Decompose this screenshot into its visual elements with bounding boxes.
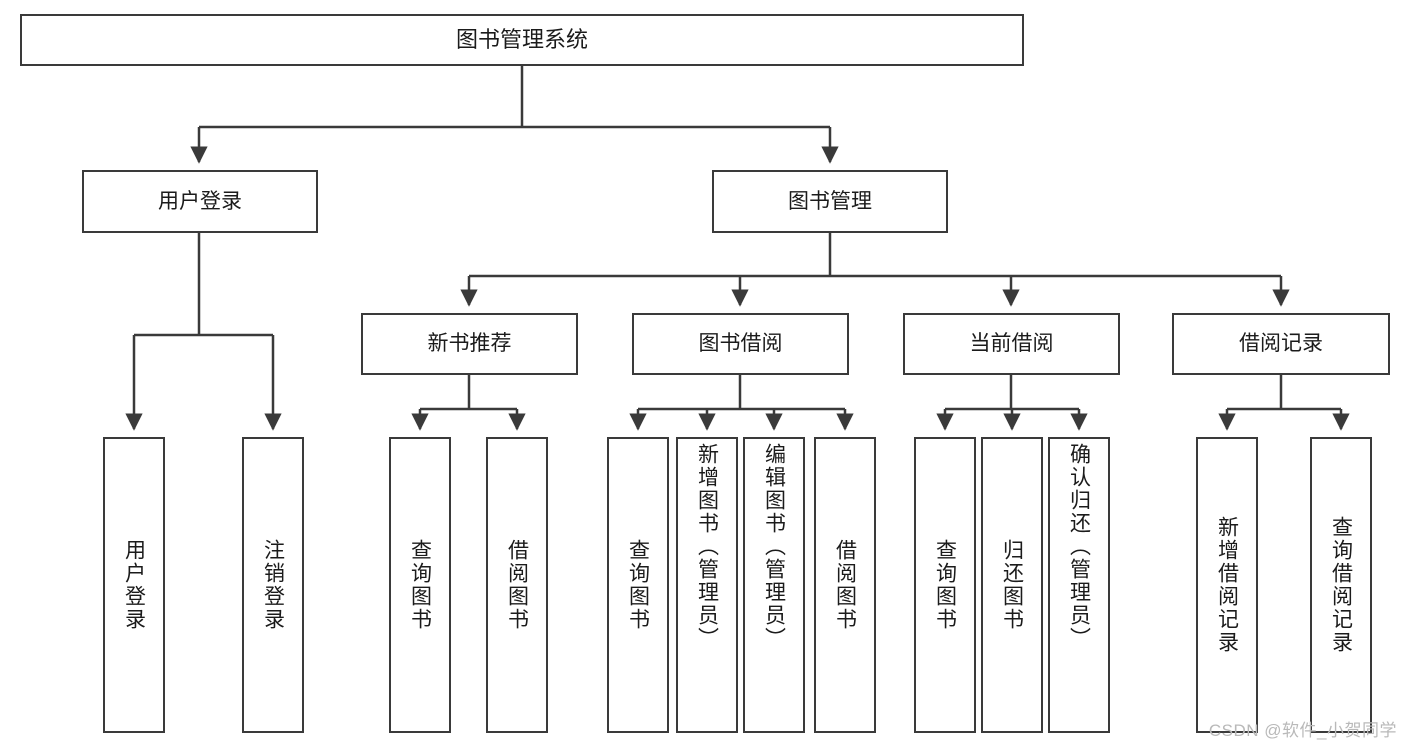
node-leaf-add-book-label: 新增图书（管理员） bbox=[695, 443, 719, 650]
node-leaf-edit-book-label: 编辑图书（管理员） bbox=[762, 443, 786, 650]
node-leaf-query-record-label: 查询借阅记录 bbox=[1329, 516, 1353, 654]
node-leaf-borrow-book-2-label: 借阅图书 bbox=[833, 539, 857, 631]
node-leaf-add-record[interactable]: 新增借阅记录 bbox=[1196, 437, 1258, 733]
node-leaf-edit-book[interactable]: 编辑图书（管理员） bbox=[743, 437, 805, 733]
node-leaf-confirm-return[interactable]: 确认归还（管理员） bbox=[1048, 437, 1110, 733]
node-leaf-query-book-2-label: 查询图书 bbox=[626, 539, 650, 631]
node-user-login[interactable]: 用户登录 bbox=[82, 170, 318, 233]
watermark-text: CSDN @软件_小贺同学 bbox=[1208, 721, 1397, 740]
node-current-borrow[interactable]: 当前借阅 bbox=[903, 313, 1120, 375]
node-user-login-label: 用户登录 bbox=[158, 189, 242, 213]
node-leaf-confirm-return-label: 确认归还（管理员） bbox=[1067, 443, 1091, 650]
node-current-borrow-label: 当前借阅 bbox=[969, 332, 1054, 356]
node-book-management-label: 图书管理 bbox=[788, 189, 872, 213]
node-leaf-user-login[interactable]: 用户登录 bbox=[103, 437, 165, 733]
node-leaf-return-book-label: 归还图书 bbox=[1000, 539, 1024, 631]
node-leaf-user-logout[interactable]: 注销登录 bbox=[242, 437, 304, 733]
node-leaf-query-book-3-label: 查询图书 bbox=[933, 539, 957, 631]
node-leaf-borrow-book-1[interactable]: 借阅图书 bbox=[486, 437, 548, 733]
node-leaf-query-record[interactable]: 查询借阅记录 bbox=[1310, 437, 1372, 733]
node-leaf-query-book-2[interactable]: 查询图书 bbox=[607, 437, 669, 733]
node-leaf-return-book[interactable]: 归还图书 bbox=[981, 437, 1043, 733]
node-leaf-query-book-3[interactable]: 查询图书 bbox=[914, 437, 976, 733]
node-leaf-add-book[interactable]: 新增图书（管理员） bbox=[676, 437, 738, 733]
node-new-book-recommend[interactable]: 新书推荐 bbox=[361, 313, 578, 375]
node-leaf-borrow-book-1-label: 借阅图书 bbox=[505, 539, 529, 631]
node-leaf-borrow-book-2[interactable]: 借阅图书 bbox=[814, 437, 876, 733]
node-borrow-record-label: 借阅记录 bbox=[1239, 332, 1323, 356]
node-leaf-user-logout-label: 注销登录 bbox=[261, 539, 285, 631]
node-root[interactable]: 图书管理系统 bbox=[20, 14, 1024, 66]
node-book-borrow[interactable]: 图书借阅 bbox=[632, 313, 849, 375]
node-leaf-query-book-1[interactable]: 查询图书 bbox=[389, 437, 451, 733]
node-borrow-record[interactable]: 借阅记录 bbox=[1172, 313, 1390, 375]
node-new-book-recommend-label: 新书推荐 bbox=[427, 332, 512, 356]
node-root-label: 图书管理系统 bbox=[455, 26, 588, 52]
node-leaf-user-login-label: 用户登录 bbox=[122, 539, 146, 631]
node-book-borrow-label: 图书借阅 bbox=[698, 332, 783, 356]
node-book-management[interactable]: 图书管理 bbox=[712, 170, 948, 233]
node-leaf-query-book-1-label: 查询图书 bbox=[408, 539, 432, 631]
node-leaf-add-record-label: 新增借阅记录 bbox=[1215, 516, 1239, 654]
